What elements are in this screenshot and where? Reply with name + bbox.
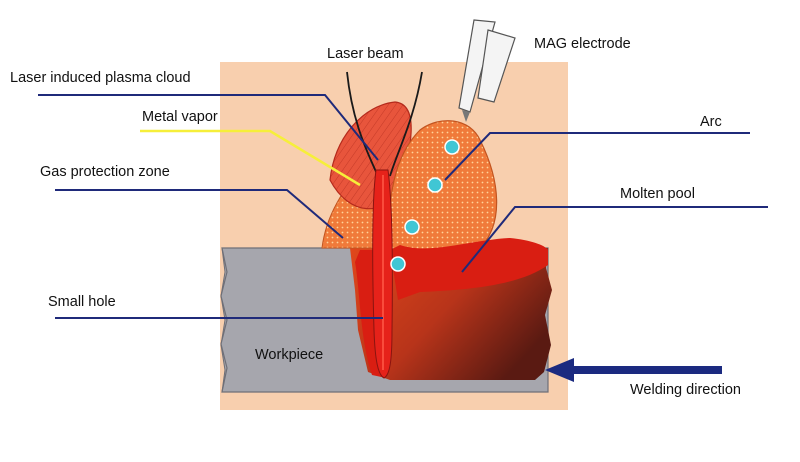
droplet	[404, 219, 420, 235]
droplet	[427, 177, 443, 193]
label-arc: Arc	[700, 114, 722, 130]
leader-gas-protection-zone	[55, 189, 344, 239]
droplet	[444, 139, 460, 155]
leader-plasma-cloud	[38, 94, 379, 161]
laser-beam	[346, 71, 423, 177]
laser-induced-plasma-cloud	[329, 101, 412, 210]
droplet	[390, 256, 406, 272]
label-metal-vapor: Metal vapor	[142, 109, 218, 125]
label-small-hole: Small hole	[48, 294, 116, 310]
label-mag-electrode: MAG electrode	[534, 36, 631, 52]
label-laser-beam: Laser beam	[327, 46, 404, 62]
mag-electrode	[458, 19, 516, 122]
welding-direction-arrow	[545, 358, 722, 382]
leader-molten-pool	[461, 206, 768, 273]
label-workpiece: Workpiece	[255, 347, 324, 363]
label-gas-protection-zone: Gas protection zone	[40, 164, 170, 180]
molten-pool-surface	[390, 238, 548, 300]
leader-metal-vapor	[140, 129, 361, 187]
label-molten-pool: Molten pool	[620, 186, 695, 202]
label-plasma-cloud: Laser induced plasma cloud	[10, 70, 191, 86]
leader-arc	[444, 132, 750, 181]
label-welding-direction: Welding direction	[630, 382, 741, 398]
